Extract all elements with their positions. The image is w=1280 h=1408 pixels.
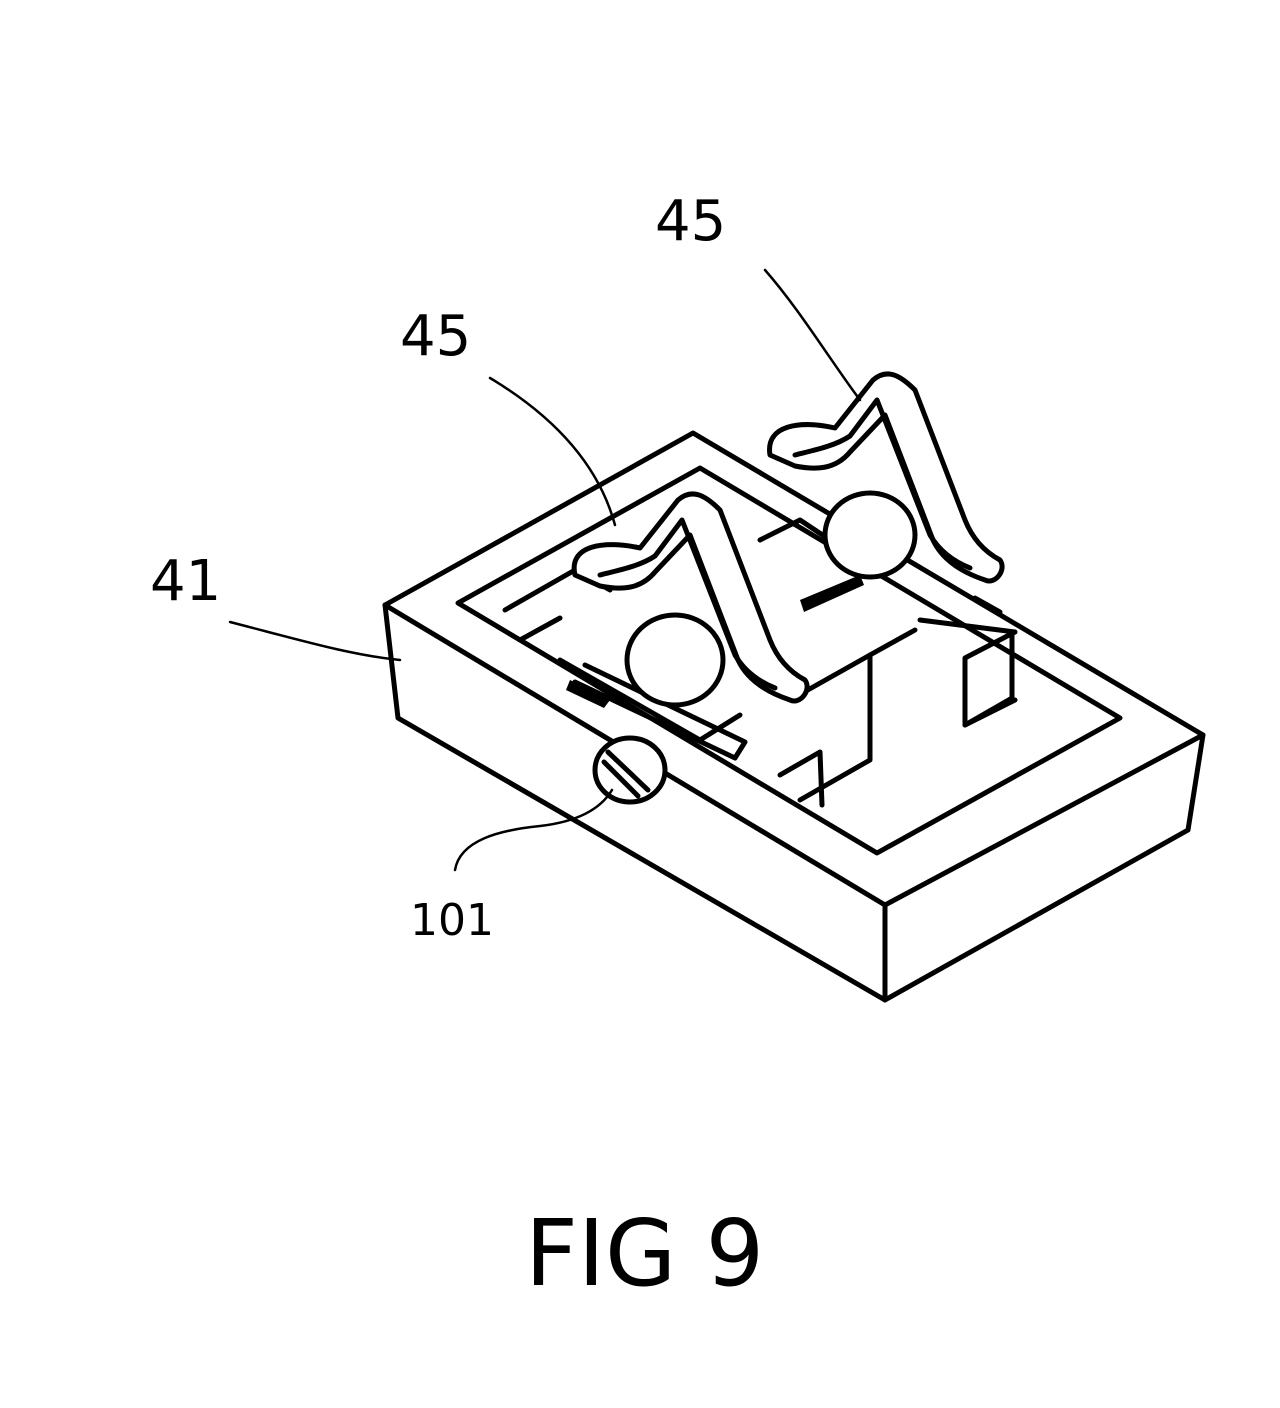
housing-block [385, 433, 1203, 1000]
label-clip-left: 45 [400, 304, 471, 369]
figure-caption: FIG 9 [525, 1200, 764, 1307]
leader-clip-right [765, 270, 860, 400]
clip-left [574, 494, 807, 705]
label-clip-right: 45 [655, 189, 726, 254]
screw [595, 738, 665, 802]
leader-clip-left [490, 378, 615, 525]
roller-left [627, 615, 723, 705]
label-housing: 41 [150, 549, 221, 614]
leader-housing [230, 622, 400, 660]
leader-lines [230, 270, 860, 870]
clip-right [770, 374, 1003, 581]
roller-right [825, 493, 915, 577]
label-screw: 101 [410, 895, 494, 946]
